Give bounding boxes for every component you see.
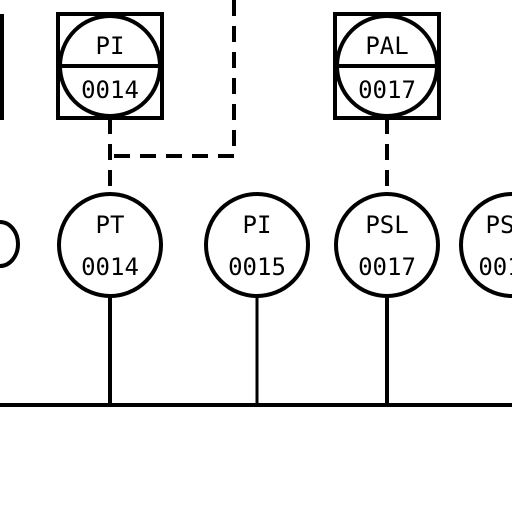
signal-line-pi-0014 bbox=[108, 0, 236, 194]
field-instrument-pi-0015[interactable]: PI 0015 bbox=[204, 192, 310, 298]
field-instrument-psl-0017[interactable]: PSL 0017 bbox=[334, 192, 440, 298]
partial-panel-instrument-left bbox=[0, 14, 4, 120]
instrument-loop-number: 0014 bbox=[81, 253, 139, 281]
instrument-loop-number: 0017 bbox=[358, 76, 416, 104]
instrument-bubble bbox=[334, 192, 440, 298]
partial-bubble-left bbox=[0, 220, 20, 268]
instrument-function-label: PI bbox=[243, 211, 272, 239]
instrument-function-label: PSL bbox=[365, 211, 408, 239]
panel-instrument-pi-0014[interactable]: PI 0014 bbox=[56, 12, 164, 120]
field-instrument-ps-partial[interactable]: PS 001 bbox=[459, 192, 512, 298]
instrument-bubble bbox=[459, 192, 512, 298]
panel-instrument-pal-0017[interactable]: PAL 0017 bbox=[333, 12, 441, 120]
instrument-loop-number: 0017 bbox=[358, 253, 416, 281]
instrument-bubble bbox=[57, 192, 163, 298]
instrument-function-label: PT bbox=[96, 211, 125, 239]
instrument-function-label: PS bbox=[486, 211, 512, 239]
instrument-function-label: PI bbox=[96, 32, 125, 60]
instrument-bubble bbox=[204, 192, 310, 298]
instrument-function-label: PAL bbox=[365, 32, 408, 60]
instrument-loop-number: 001 bbox=[478, 253, 512, 281]
field-instrument-pt-0014[interactable]: PT 0014 bbox=[57, 192, 163, 298]
instrument-loop-number: 0015 bbox=[228, 253, 286, 281]
instrument-loop-number: 0014 bbox=[81, 76, 139, 104]
